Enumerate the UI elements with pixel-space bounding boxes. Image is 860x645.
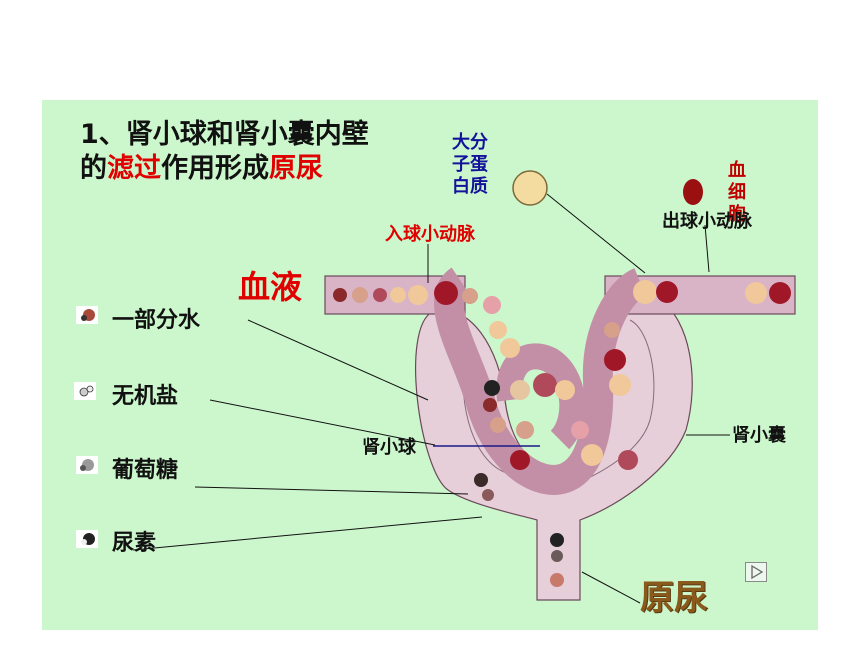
water-molecule-icon [76, 306, 98, 324]
primary-urine-label: 原尿 [640, 578, 708, 618]
blood-cell-icon [683, 179, 703, 205]
salt-molecule-icon [74, 382, 96, 400]
play-icon [751, 564, 764, 580]
legend-urea-label: 尿素 [112, 531, 157, 556]
protein-label: 大分 子蛋 白质 [452, 132, 488, 197]
legend-water-label: 一部分水 [112, 308, 201, 333]
legend-glucose-label: 葡萄糖 [112, 458, 179, 483]
title-line-1: 1、肾小球和肾小囊内壁 [80, 119, 369, 150]
blood-cells [333, 280, 791, 587]
protein-icon [512, 170, 548, 206]
legend-salt-label: 无机盐 [112, 384, 179, 409]
blood-label: 血液 [238, 268, 303, 306]
glomerulus-label: 肾小球 [362, 437, 416, 458]
efferent-arteriole-label: 出球小动脉 [662, 211, 752, 232]
urea-molecule-icon [76, 530, 98, 548]
glomerulus-loop [434, 267, 648, 496]
blood-cell-label: 血 细 胞 [728, 160, 746, 225]
afferent-arteriole-label: 入球小动脉 [385, 224, 475, 245]
bowman-capsule-label: 肾小囊 [732, 425, 786, 446]
glucose-molecule-icon [76, 456, 98, 474]
next-slide-button[interactable] [745, 562, 767, 582]
title-line-2: 的滤过作用形成原尿 [80, 153, 323, 184]
